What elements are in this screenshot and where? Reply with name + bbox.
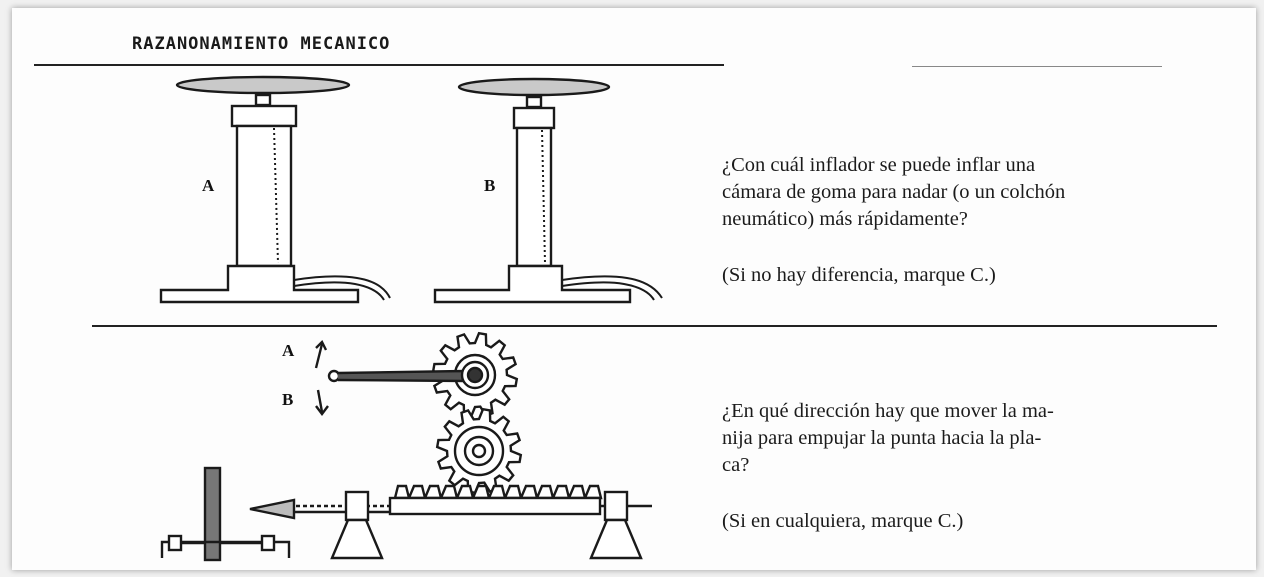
pump-a-label: A [202, 176, 215, 195]
crank-handle [327, 360, 490, 390]
toothed-rack [275, 484, 652, 516]
push-tip [249, 498, 296, 520]
gear-ring [471, 443, 487, 459]
pump-b-drawing [433, 77, 663, 304]
pumps-illustration [159, 75, 663, 304]
question-2-line-3: ca? [722, 454, 750, 476]
question-1-line-2: cámara de goma para nadar (o un colchón [722, 181, 1066, 203]
target-plate [160, 466, 291, 562]
question-2-line-1: ¿En qué dirección hay que mover la ma- [722, 400, 1054, 422]
direction-b-label: B [282, 390, 294, 409]
pump-a-drawing [159, 75, 391, 304]
gear-mechanism-illustration [160, 331, 652, 562]
top-rule [34, 64, 724, 66]
question-2-line-2: nija para empujar la punta hacia la pla- [722, 427, 1042, 449]
lower-gear [435, 407, 523, 495]
rack-supports [330, 490, 643, 560]
worksheet-page: RAZANONAMIENTO MECANICO [12, 8, 1256, 570]
question-2-note: (Si en cualquiera, marque C.) [722, 510, 964, 532]
top-rule-faint [912, 66, 1162, 67]
direction-arrows [314, 339, 329, 416]
page-title: RAZANONAMIENTO MECANICO [132, 34, 391, 54]
question-1-note: (Si no hay diferencia, marque C.) [722, 264, 996, 286]
question-1-line-1: ¿Con cuál inflador se puede inflar una [722, 154, 1036, 176]
question-1-line-3: neumático) más rápidamente? [722, 208, 968, 230]
direction-a-label: A [282, 341, 295, 360]
pump-b-label: B [484, 176, 496, 195]
section-divider [92, 325, 1217, 327]
